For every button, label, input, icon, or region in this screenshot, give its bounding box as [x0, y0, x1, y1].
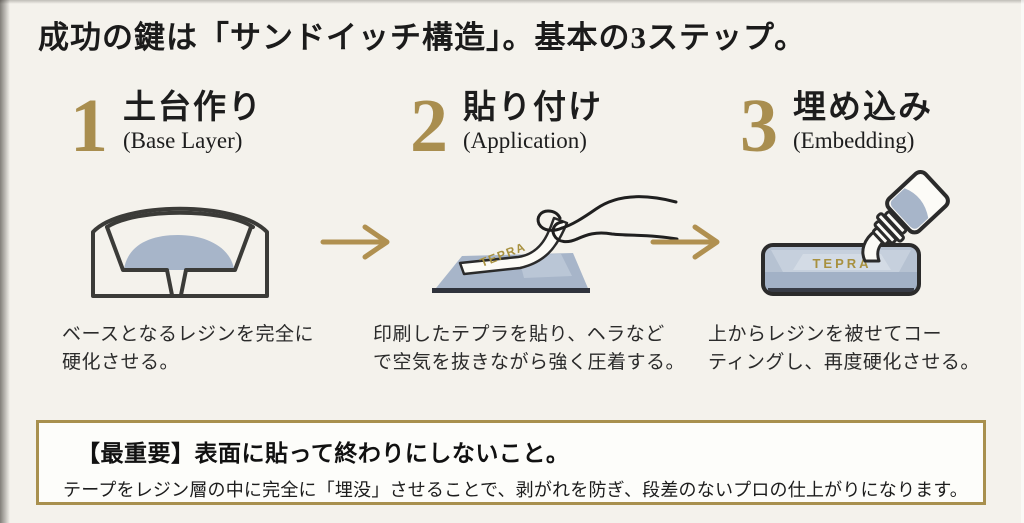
step-2-title: 貼り付け: [463, 90, 603, 126]
step-1-subtitle: (Base Layer): [123, 128, 243, 153]
step-3-subtitle: (Embedding): [793, 128, 915, 153]
mold-with-resin-icon: [91, 206, 269, 298]
mold-cavity-outline: [105, 225, 253, 297]
bottle-pouring-resin-icon: TEPRA: [761, 169, 950, 296]
note-heading: 【最重要】表面に貼って終わりにしないこと。: [77, 440, 570, 466]
resin-bottle: [871, 169, 950, 246]
arrow-right-icon: [320, 224, 390, 260]
caption-line: ティングし、再度硬化させる。: [708, 352, 980, 373]
step-1-title: 土台作り: [123, 90, 263, 126]
block-shadow-strip: [768, 288, 914, 293]
mold-inner-dome-outline: [105, 210, 255, 229]
bottle-liquid: [890, 188, 929, 229]
step-2-subtitle: (Application): [463, 128, 587, 153]
arrow-right-icon: [650, 224, 720, 260]
embedded-tape-label: TEPRA: [812, 256, 871, 271]
resin-pool-shape: [124, 235, 234, 270]
caption-line: 硬化させる。: [62, 352, 180, 373]
step-1-number: 1: [70, 84, 108, 168]
mold-outer-outline: [91, 206, 269, 298]
block-outline: [761, 243, 921, 296]
caption-line: 印刷したテプラを貼り、ヘラなど: [373, 324, 665, 345]
step-2-caption: 印刷したテプラを貼り、ヘラなど で空気を抜きながら強く圧着する。: [373, 321, 713, 377]
caption-line: で空気を抜きながら強く圧着する。: [373, 352, 686, 373]
step-1-caption: ベースとなるレジンを完全に 硬化させる。: [62, 321, 372, 377]
step-3-title: 埋め込み: [793, 90, 933, 126]
slide-title: 成功の鍵は「サンドイッチ構造」。基本の3ステップ。: [38, 20, 807, 55]
hand-applying-tape-icon: TEPRA: [432, 195, 679, 293]
caption-line: 上からレジンを被せてコー: [708, 324, 943, 345]
step-2-number: 2: [410, 84, 448, 168]
step-2-header: 2 貼り付け (Application): [410, 88, 603, 164]
hand-outline: [536, 195, 679, 244]
top-edge-vignette: [0, 0, 1024, 4]
step-3-caption: 上からレジンを被せてコー ティングし、再度硬化させる。: [708, 321, 1008, 377]
important-note-box: 【最重要】表面に貼って終わりにしないこと。 テープをレジン層の中に完全に「埋没」…: [36, 420, 986, 505]
step-3-header: 3 埋め込み (Embedding): [740, 88, 933, 164]
block-shadow-strip: [432, 288, 590, 293]
caption-line: ベースとなるレジンを完全に: [62, 324, 314, 345]
step-3-number: 3: [740, 84, 778, 168]
step-1-header: 1 土台作り (Base Layer): [70, 88, 263, 164]
left-edge-vignette: [0, 0, 10, 523]
note-body: テープをレジン層の中に完全に「埋没」させることで、剥がれを防ぎ、段差のないプロの…: [63, 480, 968, 500]
